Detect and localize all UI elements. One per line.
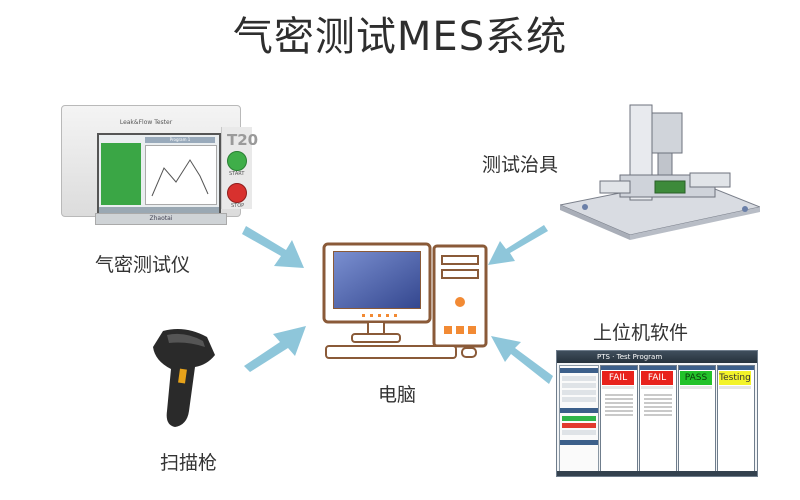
label-tester: 气密测试仪 [95, 254, 191, 276]
label-computer: 电脑 [378, 384, 417, 406]
software-window: PTS · Test Program FAIL FAIL PASS Testin… [556, 350, 758, 477]
software-title: PTS · Test Program [557, 351, 757, 363]
leak-tester-device: Leak&Flow Tester Program 1 T20 START STO… [55, 105, 258, 225]
tester-graph [145, 145, 217, 205]
arrow-scanner-to-pc [244, 326, 306, 372]
station-status-2: FAIL [641, 371, 673, 385]
tester-status-panel [101, 143, 141, 205]
tester-screen-title: Program 1 [145, 137, 215, 143]
barcode-scanner-image [153, 329, 215, 427]
label-scanner: 扫描枪 [160, 452, 218, 474]
arrow-software-to-pc [491, 336, 553, 384]
tester-header: Leak&Flow Tester [119, 119, 173, 126]
arrow-fixture-to-pc [488, 225, 548, 265]
station-panel-4: Testing [717, 365, 755, 473]
tester-graph-line [151, 159, 209, 197]
start-label: START [229, 171, 245, 177]
station-panel-2: FAIL [639, 365, 677, 473]
software-statusbar [557, 471, 757, 476]
station-panel-1: FAIL [600, 365, 638, 473]
tester-screen-footer [99, 207, 219, 215]
tester-model-label: T20 [227, 131, 259, 149]
stop-button-icon [227, 183, 247, 203]
label-fixture: 测试治具 [482, 154, 559, 176]
tester-base: Zhaotai [95, 213, 227, 225]
start-button-icon [227, 151, 247, 171]
page-title: 气密测试MES系统 [232, 14, 568, 60]
computer-icon [322, 242, 488, 359]
tester-screen: Program 1 [97, 133, 221, 217]
station-status-1: FAIL [602, 371, 634, 385]
test-fixture-image [560, 104, 760, 240]
arrow-tester-to-pc [242, 226, 304, 268]
software-sidebar [559, 365, 599, 473]
station-status-4: Testing [719, 371, 751, 385]
station-panel-3: PASS [678, 365, 716, 473]
stop-label: STOP [231, 203, 245, 209]
label-software: 上位机软件 [593, 322, 689, 344]
station-status-3: PASS [680, 371, 712, 385]
